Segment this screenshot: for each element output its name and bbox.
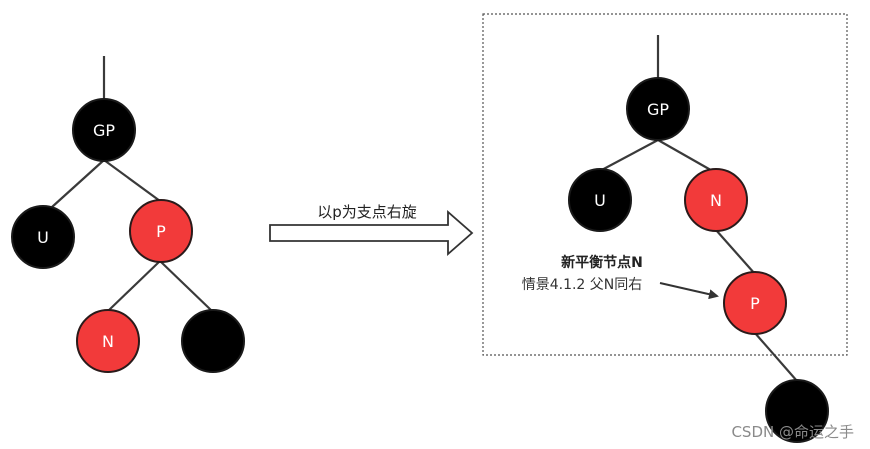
rotation-arrow-shape (269, 210, 474, 256)
right-edge-gp-u (597, 139, 659, 173)
left-node-nil (181, 309, 245, 373)
right-node-gp-label: GP (647, 100, 669, 119)
left-node-p (129, 199, 193, 263)
right-node-u-label: U (594, 191, 606, 210)
left-node-n (76, 309, 140, 373)
right-edge-p-nil (754, 332, 798, 382)
annotation-title: 新平衡节点N (561, 254, 643, 271)
right-node-gp (626, 77, 690, 141)
left-node-p-label: P (156, 222, 166, 241)
left-node-u-label: U (37, 228, 49, 247)
rotation-arrow-label: 以p为支点右旋 (317, 203, 417, 221)
annotation-subtitle: 情景4.1.2 父N同右 (522, 277, 643, 293)
right-node-n-label: N (710, 191, 722, 210)
left-node-gp (72, 98, 136, 162)
right-edge-gp-n (657, 139, 717, 174)
right-node-n (684, 168, 748, 232)
left-node-gp-label: GP (93, 121, 115, 140)
left-edge-gp-u (51, 159, 105, 208)
right-node-nil (765, 379, 829, 443)
rotation-arrow: 以p为支点右旋 (269, 203, 474, 256)
left-edge-p-n (107, 260, 161, 312)
watermark: CSDN @命运之手 (731, 423, 854, 441)
left-node-u (11, 205, 75, 269)
left-tree: GP U P N (11, 56, 245, 373)
right-edge-n-p (715, 229, 756, 275)
right-node-u (568, 168, 632, 232)
left-edge-p-nil (159, 260, 213, 312)
right-node-p (723, 271, 787, 335)
right-tree: GP U N P (568, 35, 829, 443)
right-node-p-label: P (750, 294, 760, 313)
annotation: 新平衡节点N 情景4.1.2 父N同右 (522, 254, 719, 300)
annotation-pointer-arrow (659, 282, 719, 300)
result-frame (482, 13, 848, 356)
left-edge-gp-p (103, 159, 161, 202)
left-node-n-label: N (102, 332, 114, 351)
